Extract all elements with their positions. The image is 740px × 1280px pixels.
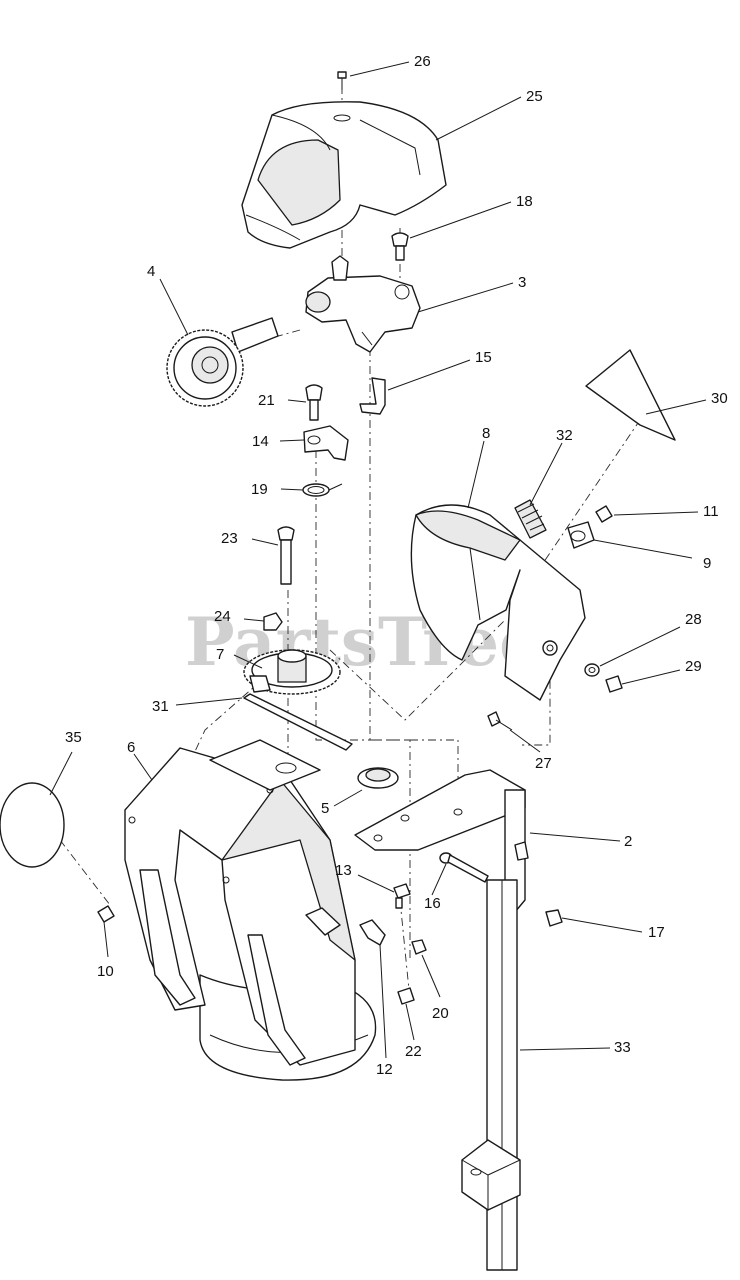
part-16-bolt	[439, 852, 489, 883]
callout-32: 32	[556, 427, 573, 444]
callout-23: 23	[221, 530, 238, 547]
part-15-clip	[359, 377, 386, 415]
part-22-nut	[397, 987, 415, 1005]
part-12-latch	[359, 919, 386, 946]
part-20-nut	[411, 939, 427, 955]
callout-33: 33	[614, 1039, 631, 1056]
part-33-crank-rod	[461, 879, 521, 1271]
part-19-spring	[302, 483, 343, 497]
callout-27: 27	[535, 755, 552, 772]
callout-17: 17	[648, 924, 665, 941]
callout-15: 15	[475, 349, 492, 366]
callout-6: 6	[127, 739, 135, 756]
part-13-bolt	[393, 883, 411, 909]
callout-5: 5	[321, 800, 329, 817]
callout-29: 29	[685, 658, 702, 675]
callout-2: 2	[624, 833, 632, 850]
callout-20: 20	[432, 1005, 449, 1022]
callout-labels: 26 25 18 4 3 15 21 14 19 30 8 32 11 9 23…	[65, 53, 728, 1078]
part-32-spring	[514, 499, 547, 539]
part-27-screw	[487, 711, 513, 731]
part-3-housing	[305, 255, 421, 353]
chute-mounting-plate	[209, 739, 321, 791]
part-23-shoulder-bolt	[277, 526, 295, 585]
callout-30: 30	[711, 390, 728, 407]
callout-3: 3	[518, 274, 526, 291]
callout-18: 18	[516, 193, 533, 210]
callout-10: 10	[97, 963, 114, 980]
part-35-label	[0, 782, 65, 868]
part-26-screw	[337, 71, 347, 90]
part-6-lower-chute	[124, 747, 377, 1081]
callout-21: 21	[258, 392, 275, 409]
callout-7: 7	[216, 646, 224, 663]
callout-19: 19	[251, 481, 268, 498]
callout-25: 25	[526, 88, 543, 105]
part-10-screw	[97, 905, 115, 923]
part-7-gear	[243, 649, 341, 695]
callout-9: 9	[703, 555, 711, 572]
part-30-label	[585, 349, 676, 441]
callout-22: 22	[405, 1043, 422, 1060]
callout-8: 8	[482, 425, 490, 442]
part-29-bolt	[605, 675, 623, 693]
part-17-nut	[545, 909, 563, 927]
callout-28: 28	[685, 611, 702, 628]
callout-16: 16	[424, 895, 441, 912]
part-11-screw	[595, 505, 613, 523]
part-18-bolt	[391, 232, 409, 261]
callout-4: 4	[147, 263, 155, 280]
callout-35: 35	[65, 729, 82, 746]
part-24-nut	[263, 612, 283, 631]
part-21-pin	[305, 384, 323, 421]
callout-14: 14	[252, 433, 269, 450]
leader-lines	[49, 61, 707, 1059]
callout-26: 26	[414, 53, 431, 70]
part-31-rod	[243, 693, 353, 751]
part-9-knob	[567, 521, 595, 549]
part-28-bushing	[584, 663, 600, 677]
part-5-bearing	[357, 767, 399, 789]
callout-11: 11	[703, 503, 719, 520]
part-25-deflector-cover	[241, 101, 447, 249]
callout-12: 12	[376, 1061, 393, 1078]
callout-13: 13	[335, 862, 352, 879]
callout-31: 31	[152, 698, 169, 715]
part-4-gear-shaft	[166, 317, 279, 407]
callout-24: 24	[214, 608, 231, 625]
part-14-lever	[303, 425, 349, 461]
